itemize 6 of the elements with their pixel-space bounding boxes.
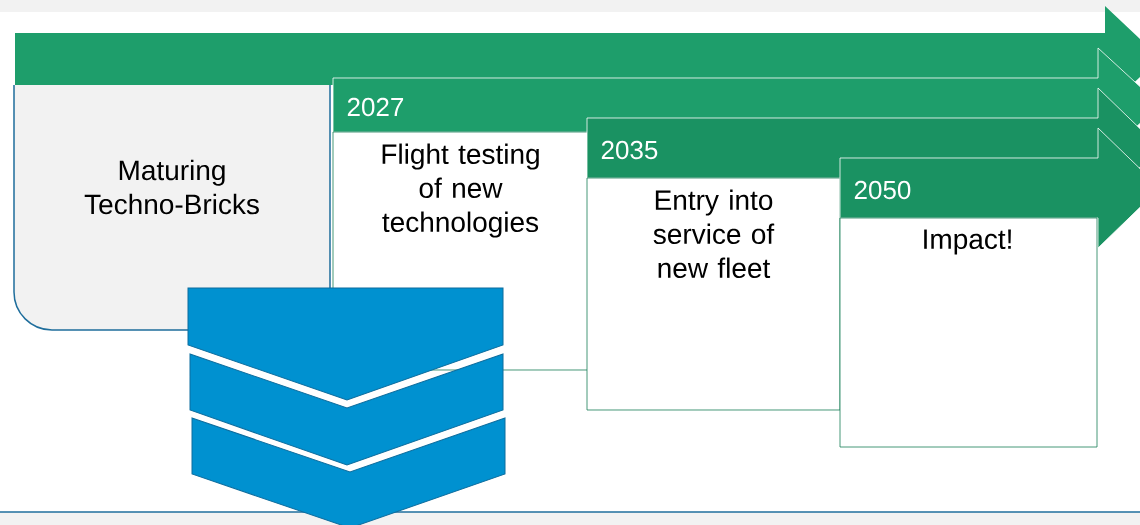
node-label: 2035 (601, 140, 658, 160)
node-label: 2027 (347, 97, 404, 117)
milestone-box: 2035 Entry into service of new fleet (586, 140, 841, 411)
milestone-box: 2050 Impact! (839, 180, 1098, 448)
text-box: Maturing Techno-Bricks (13, 84, 331, 331)
node-label: 2050 (854, 180, 911, 200)
